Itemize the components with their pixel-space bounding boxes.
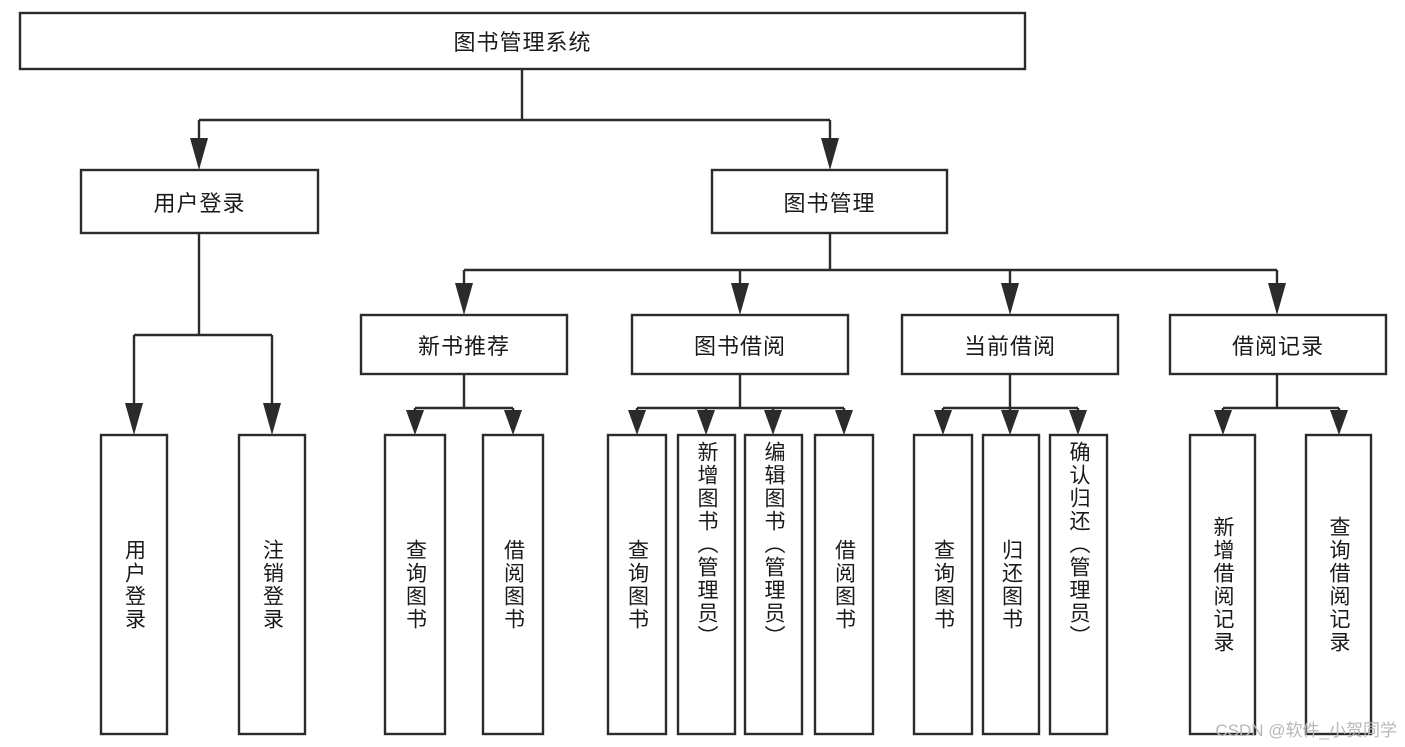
node-leaf-add-book[interactable] [676,433,737,736]
arrow-to-current-borrow [1001,283,1019,315]
arrow-to-book-borrow [731,283,749,315]
node-borrow-record[interactable] [1168,313,1388,376]
node-new-book-rec[interactable] [359,313,569,376]
arrow-to-leaf-query-record [1330,410,1348,435]
node-user-login[interactable] [79,168,320,235]
node-book-borrow[interactable] [630,313,850,376]
node-book-manage[interactable] [710,168,949,235]
node-leaf-query-book-2[interactable] [606,433,668,736]
node-leaf-edit-book[interactable] [743,433,804,736]
arrow-to-leaf-confirm-return [1069,410,1087,435]
connector-group [125,69,1348,435]
arrow-to-leaf-add-record [1214,410,1232,435]
node-leaf-confirm-return[interactable] [1048,433,1109,736]
node-leaf-query-record[interactable] [1304,433,1373,736]
arrow-to-leaf-add-book [697,410,715,435]
node-leaf-user-login[interactable] [99,433,169,736]
arrow-to-leaf-borrow-book-1 [504,410,522,435]
arrow-to-new-book-rec [455,283,473,315]
node-box-group [18,11,1388,736]
node-leaf-borrow-book-1[interactable] [481,433,545,736]
node-leaf-logout[interactable] [237,433,307,736]
arrow-to-leaf-logout [263,403,281,435]
csdn-watermark: CSDN @软件_小贺同学 [1215,721,1397,740]
arrow-to-leaf-borrow-book-2 [835,410,853,435]
node-leaf-borrow-book-2[interactable] [813,433,875,736]
arrow-to-leaf-edit-book [764,410,782,435]
node-root[interactable] [18,11,1027,71]
arrow-root-to-user-login [190,138,208,170]
node-leaf-return-book[interactable] [981,433,1041,736]
arrow-to-borrow-record [1268,283,1286,315]
arrow-to-leaf-query-book-3 [934,410,952,435]
arrow-to-leaf-query-book-1 [406,410,424,435]
node-leaf-add-record[interactable] [1188,433,1257,736]
arrow-to-leaf-return-book [1001,410,1019,435]
arrow-root-to-book-manage [821,138,839,170]
node-current-borrow[interactable] [900,313,1120,376]
arrow-to-leaf-query-book-2 [628,410,646,435]
node-leaf-query-book-1[interactable] [383,433,447,736]
arrow-to-leaf-user-login [125,403,143,435]
node-leaf-query-book-3[interactable] [912,433,974,736]
